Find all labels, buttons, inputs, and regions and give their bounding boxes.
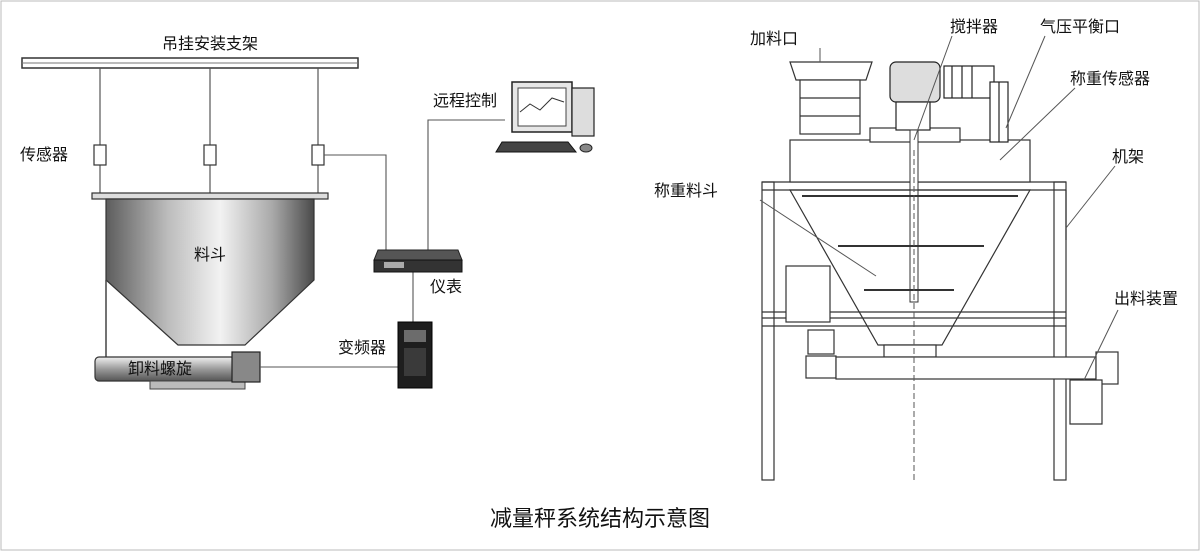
weighing-hopper-body [788, 189, 1032, 346]
label-discharge-screw: 卸料螺旋 [128, 359, 192, 378]
hopper-body [105, 198, 315, 346]
load-sensors [93, 144, 325, 166]
label-remote-control: 远程控制 [433, 91, 497, 110]
screw-motor-icon [231, 351, 261, 383]
label-feed-inlet: 加料口 [750, 29, 798, 48]
label-sensor: 传感器 [20, 145, 68, 164]
hopper-top-plate [91, 192, 329, 200]
hanging-rods [99, 68, 319, 195]
sensor-icon [93, 144, 107, 166]
label-hopper: 料斗 [194, 245, 226, 264]
signal-wires [260, 119, 505, 368]
computer-icon [495, 81, 595, 153]
diagram-caption: 减量秤系统结构示意图 [490, 507, 710, 532]
inverter-icon [397, 321, 433, 389]
label-frame: 机架 [1112, 147, 1144, 166]
feed-inlet-icon [789, 61, 873, 135]
sensor-icon [203, 144, 217, 166]
support-beam [21, 57, 359, 69]
label-weighing-hopper: 称重料斗 [654, 181, 718, 200]
discharge-screw-body [94, 351, 261, 390]
discharge-pipe [835, 351, 1119, 385]
label-discharge-device: 出料装置 [1114, 289, 1178, 308]
agitator-icon [889, 61, 995, 131]
pressure-balance-pipe [989, 81, 1009, 143]
hopper-outlet [883, 344, 937, 358]
gear-motor-icon [785, 265, 837, 379]
agitator-blades [802, 195, 1018, 291]
instrument-icon [373, 249, 463, 273]
discharge-sock [1069, 379, 1103, 425]
sensor-icon [311, 144, 325, 166]
label-inverter: 变频器 [338, 338, 386, 357]
label-agitator: 搅拌器 [950, 17, 998, 36]
leader-lines [759, 35, 1119, 381]
label-pressure-balance-port: 气压平衡口 [1040, 17, 1120, 36]
label-instrument: 仪表 [430, 277, 462, 296]
label-support-frame: 吊挂安装支架 [162, 34, 258, 53]
label-weighing-sensor: 称重传感器 [1070, 69, 1150, 88]
